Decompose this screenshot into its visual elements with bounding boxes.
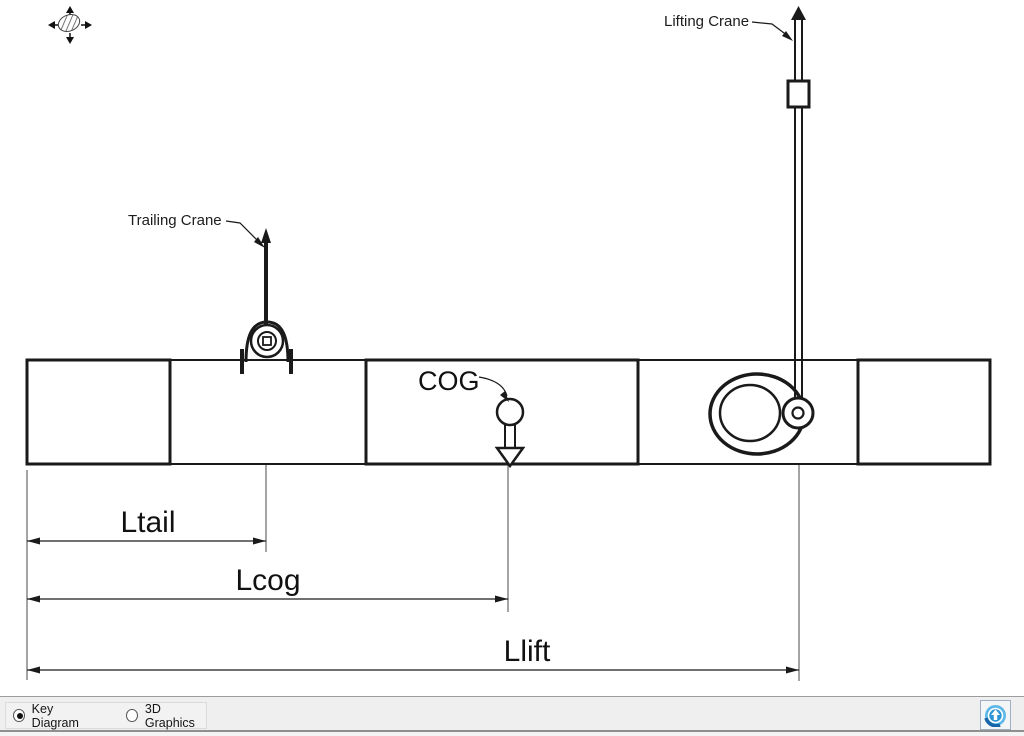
trailing-crane-label: Trailing Crane [128, 212, 222, 229]
trailing-crane-rigging [240, 228, 293, 374]
cog-symbol [494, 397, 526, 469]
lifting-cable-arrow [791, 6, 806, 20]
view-toolbar: Key Diagram 3D Graphics [0, 696, 1024, 736]
view-mode-radio-group: Key Diagram 3D Graphics [5, 702, 207, 730]
lifting-crane-rigging [708, 6, 815, 456]
cable-link [786, 79, 811, 109]
refresh-view-button[interactable] [980, 700, 1011, 730]
statusbar-groove [0, 730, 1024, 732]
leader-lines [225, 21, 793, 402]
dimension-label-llift: Llift [503, 635, 551, 668]
cog-label: COG [418, 366, 480, 396]
radio-label-3d-graphics: 3D Graphics [144, 701, 195, 730]
beam-middle-block [364, 358, 640, 466]
circular-arrow-up-icon [984, 704, 1006, 727]
beam-left-block [25, 358, 172, 466]
trailing-cable-arrow [261, 228, 271, 243]
radio-label-key-diagram: Key Diagram [31, 701, 79, 730]
cog-arrowhead [494, 446, 526, 469]
radio-option-key-diagram[interactable]: Key Diagram [13, 702, 95, 730]
radio-option-3d-graphics[interactable]: 3D Graphics [126, 702, 206, 730]
dimension-label-lcog: Lcog [235, 564, 301, 597]
radio-button-3d-graphics[interactable] [126, 709, 138, 722]
statusbar-edge [0, 732, 1024, 736]
dimension-lines [27, 537, 799, 674]
dimension-label-ltail: Ltail [120, 506, 176, 539]
lift-arrangement-drawing [25, 6, 992, 681]
pan-cursor-icon [48, 6, 92, 44]
beam-right-block [856, 358, 992, 466]
lifting-crane-label: Lifting Crane [664, 13, 750, 30]
radio-button-key-diagram[interactable] [13, 709, 25, 722]
